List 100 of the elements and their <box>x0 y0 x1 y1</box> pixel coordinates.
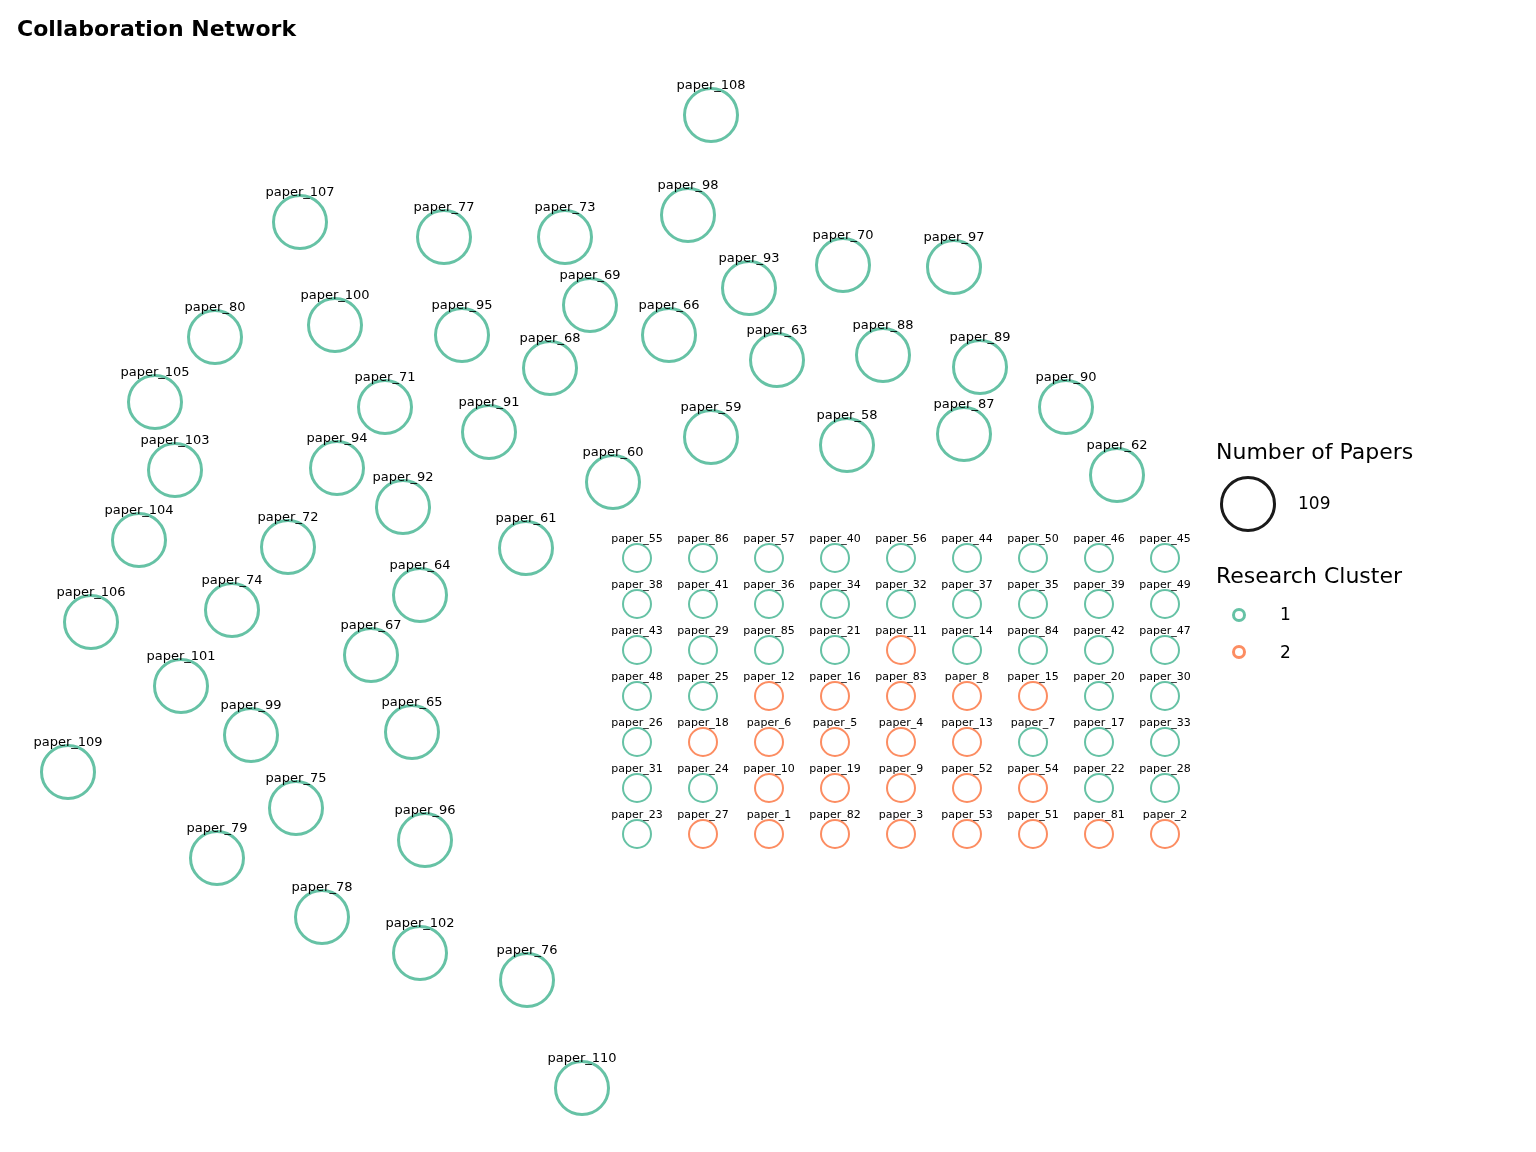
node-label: paper_107 <box>265 184 335 200</box>
node-label: paper_29 <box>677 624 729 637</box>
node-label: paper_77 <box>413 199 475 215</box>
node-label: paper_93 <box>718 250 780 266</box>
node-label: paper_62 <box>1086 437 1148 453</box>
node-label: paper_64 <box>389 557 451 573</box>
node-label: paper_86 <box>677 532 729 545</box>
node-label: paper_110 <box>547 1050 617 1066</box>
node-label: paper_85 <box>743 624 795 637</box>
node-label: paper_100 <box>300 287 370 303</box>
node-label: paper_12 <box>743 670 795 683</box>
node-label: paper_80 <box>184 299 246 315</box>
node-label: paper_56 <box>875 532 927 545</box>
legend-text: 1 <box>1280 603 1291 626</box>
node-label: paper_42 <box>1073 624 1125 637</box>
node-label: paper_46 <box>1073 532 1125 545</box>
node-label: paper_98 <box>657 177 719 193</box>
node-label: paper_4 <box>878 716 924 729</box>
node-label: paper_108 <box>676 77 746 93</box>
node-label: paper_84 <box>1007 624 1059 637</box>
node-label: paper_18 <box>677 716 729 729</box>
node-label: paper_33 <box>1139 716 1191 729</box>
node-label: paper_49 <box>1139 578 1191 591</box>
node-label: paper_9 <box>878 762 924 775</box>
node-label: paper_10 <box>743 762 795 775</box>
node-label: paper_61 <box>495 510 557 526</box>
node-label: paper_15 <box>1007 670 1059 683</box>
node-label: paper_20 <box>1073 670 1125 683</box>
node-label: paper_95 <box>431 297 493 313</box>
node-label: paper_83 <box>875 670 927 683</box>
node-label: paper_55 <box>611 532 663 545</box>
legend-text: 2 <box>1280 640 1291 664</box>
node-label: paper_52 <box>941 762 993 775</box>
node-label: paper_11 <box>875 624 927 637</box>
node-label: paper_97 <box>923 229 985 245</box>
node-label: paper_87 <box>933 396 995 412</box>
node-label: paper_66 <box>638 297 700 313</box>
node-label: paper_89 <box>949 329 1011 345</box>
node-label: paper_102 <box>385 915 455 931</box>
node-label: paper_96 <box>394 802 456 818</box>
node-label: paper_37 <box>941 578 993 591</box>
node-label: paper_82 <box>809 808 861 821</box>
node-label: paper_28 <box>1139 762 1191 775</box>
node-label: paper_104 <box>104 502 174 518</box>
node-label: paper_57 <box>743 532 795 545</box>
node-label: paper_81 <box>1073 808 1125 821</box>
node-label: paper_32 <box>875 578 927 591</box>
node-label: paper_67 <box>340 617 402 633</box>
node-label: paper_8 <box>944 670 990 683</box>
node-label: paper_59 <box>680 399 742 415</box>
node-label: paper_39 <box>1073 578 1125 591</box>
node-label: paper_54 <box>1007 762 1059 775</box>
node-label: paper_74 <box>201 572 263 588</box>
node-label: paper_92 <box>372 469 434 485</box>
node-label: paper_21 <box>809 624 861 637</box>
node-label: paper_68 <box>519 330 581 346</box>
node-label: paper_99 <box>220 697 282 713</box>
chart-title: Collaboration Network <box>17 15 296 43</box>
node-label: paper_24 <box>677 762 729 775</box>
node-label: paper_90 <box>1035 369 1097 385</box>
node-label: paper_7 <box>1010 716 1056 729</box>
node-label: paper_79 <box>186 820 248 836</box>
node-label: paper_43 <box>611 624 663 637</box>
node-label: paper_73 <box>534 199 596 215</box>
node-label: paper_2 <box>1142 808 1188 821</box>
node-label: paper_38 <box>611 578 663 591</box>
node-label: paper_13 <box>941 716 993 729</box>
node-label: paper_76 <box>496 942 558 958</box>
node-label: paper_72 <box>257 509 319 525</box>
node-label: paper_70 <box>812 227 874 243</box>
node-label: paper_6 <box>746 716 792 729</box>
node-label: paper_45 <box>1139 532 1191 545</box>
legend-text: 109 <box>1298 492 1331 516</box>
node-label: paper_31 <box>611 762 663 775</box>
node-label: paper_65 <box>381 694 443 710</box>
node-label: paper_78 <box>291 879 353 895</box>
node-label: paper_53 <box>941 808 993 821</box>
node-label: paper_22 <box>1073 762 1125 775</box>
node-label: paper_106 <box>56 584 126 600</box>
node-label: paper_48 <box>611 670 663 683</box>
node-label: paper_5 <box>812 716 858 729</box>
node-label: paper_88 <box>852 317 914 333</box>
node-label: paper_30 <box>1139 670 1191 683</box>
node-label: paper_91 <box>458 394 520 410</box>
node-label: paper_75 <box>265 770 327 786</box>
node-label: paper_58 <box>816 407 878 423</box>
node-label: paper_40 <box>809 532 861 545</box>
node-label: paper_109 <box>33 734 103 750</box>
node-label: paper_50 <box>1007 532 1059 545</box>
node-label: paper_63 <box>746 322 808 338</box>
legend-title: Research Cluster <box>1216 562 1403 590</box>
node-label: paper_19 <box>809 762 861 775</box>
node-label: paper_3 <box>878 808 924 821</box>
node-label: paper_36 <box>743 578 795 591</box>
node-label: paper_103 <box>140 432 210 448</box>
node-label: paper_94 <box>306 430 368 446</box>
node-label: paper_60 <box>582 444 644 460</box>
node-label: paper_35 <box>1007 578 1059 591</box>
node-label: paper_16 <box>809 670 861 683</box>
node-label: paper_101 <box>146 648 216 664</box>
